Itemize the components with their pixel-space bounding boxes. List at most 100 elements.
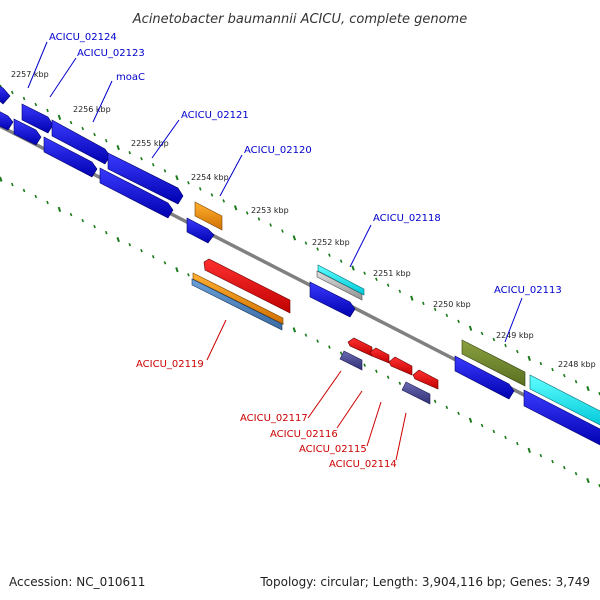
- kbp-label: 2250 kbp: [433, 300, 471, 309]
- kbp-scale: 2257 kbp 2256 kbp 2255 kbp 2254 kbp 2253…: [11, 70, 596, 369]
- gene-feature[interactable]: [309, 281, 356, 318]
- gene-feature[interactable]: [523, 389, 600, 447]
- tick-mark: [351, 265, 355, 271]
- tick-mark: [574, 471, 578, 476]
- tick-mark: [163, 261, 167, 265]
- tick-mark: [468, 417, 473, 423]
- tick-mark: [551, 459, 554, 464]
- gene-labels: ACICU_02124 ACICU_02123 moaC ACICU_02121…: [49, 32, 562, 470]
- tick-mark: [210, 193, 214, 197]
- tick-mark: [375, 369, 378, 374]
- tick-mark: [93, 132, 96, 137]
- tick-mark: [281, 229, 284, 233]
- tick-mark: [468, 325, 473, 331]
- tick-mark: [375, 277, 378, 282]
- tick-mark: [586, 477, 590, 484]
- tick-mark: [328, 253, 331, 257]
- gene-feature[interactable]: [317, 264, 365, 296]
- gene-feature[interactable]: [51, 119, 111, 165]
- gene-feature[interactable]: [13, 118, 42, 146]
- tick-mark: [233, 205, 238, 211]
- tick-mark: [516, 441, 519, 446]
- gene-feature[interactable]: [369, 347, 390, 364]
- tick-mark: [245, 211, 249, 215]
- gene-feature[interactable]: [203, 258, 291, 314]
- gene-label-forward[interactable]: ACICU_02120: [244, 145, 312, 156]
- tick-ring-outer: [0, 84, 600, 396]
- gene-label-reverse[interactable]: ACICU_02114: [329, 459, 397, 470]
- gene-feature[interactable]: [192, 272, 284, 325]
- tick-mark: [339, 351, 343, 355]
- gene-feature[interactable]: [43, 136, 98, 178]
- kbp-label: 2249 kbp: [496, 331, 534, 340]
- gene-label-forward[interactable]: ACICU_02124: [49, 32, 117, 43]
- gene-label-reverse[interactable]: ACICU_02116: [270, 429, 338, 440]
- tick-mark: [504, 435, 507, 440]
- genome-title: Acinetobacter baumannii ACICU, complete …: [132, 12, 467, 27]
- gene-feature[interactable]: [107, 152, 184, 205]
- gene-feature[interactable]: [191, 278, 283, 331]
- tick-mark: [562, 465, 566, 470]
- kbp-label: 2248 kbp: [558, 360, 596, 369]
- gene-feature[interactable]: [0, 109, 14, 131]
- kbp-label: 2254 kbp: [191, 173, 229, 182]
- tick-mark: [151, 255, 155, 259]
- kbp-label: 2253 kbp: [251, 206, 289, 215]
- tick-mark: [410, 295, 414, 301]
- tick-mark: [151, 163, 155, 167]
- tick-mark: [551, 367, 554, 372]
- gene-feature[interactable]: [412, 369, 439, 390]
- forward-strand-track: [0, 84, 600, 427]
- gene-feature[interactable]: [347, 337, 373, 357]
- tick-mark: [10, 90, 14, 95]
- gene-feature[interactable]: [388, 356, 413, 376]
- tick-mark: [562, 373, 566, 378]
- gene-feature[interactable]: [339, 350, 363, 371]
- gene-feature[interactable]: [186, 217, 215, 244]
- gene-label-forward[interactable]: ACICU_02121: [181, 110, 249, 121]
- tick-mark: [222, 199, 226, 203]
- tick-mark: [574, 379, 578, 384]
- gene-label-forward[interactable]: ACICU_02123: [77, 48, 145, 59]
- gene-feature[interactable]: [99, 167, 174, 219]
- gene-feature[interactable]: [529, 374, 600, 427]
- gene-label-reverse[interactable]: ACICU_02119: [136, 359, 204, 370]
- tick-mark: [0, 176, 3, 182]
- tick-mark: [34, 102, 38, 107]
- tick-mark: [386, 283, 390, 287]
- tick-mark: [163, 169, 167, 173]
- gene-label-forward[interactable]: ACICU_02118: [373, 213, 441, 224]
- gene-label-forward[interactable]: moaC: [116, 72, 145, 83]
- kbp-label: 2255 kbp: [131, 139, 169, 148]
- gene-label-reverse[interactable]: ACICU_02117: [240, 413, 308, 424]
- tick-mark: [57, 114, 62, 121]
- label-leaders: [27, 41, 523, 461]
- tick-mark: [398, 289, 402, 293]
- tick-mark: [116, 144, 120, 151]
- tick-mark: [292, 327, 297, 333]
- tick-mark: [81, 126, 85, 131]
- kbp-label: 2252 kbp: [312, 238, 350, 247]
- tick-mark: [398, 381, 402, 385]
- gene-feature[interactable]: [401, 381, 431, 405]
- gene-feature[interactable]: [194, 201, 223, 231]
- tick-mark: [140, 248, 143, 253]
- tick-mark: [492, 337, 496, 342]
- tick-mark: [187, 273, 190, 277]
- tick-mark: [504, 343, 507, 348]
- gene-label-forward[interactable]: ACICU_02113: [494, 285, 562, 296]
- gene-label-reverse[interactable]: ACICU_02115: [299, 444, 367, 455]
- gene-feature[interactable]: [21, 103, 54, 134]
- gene-feature[interactable]: [0, 84, 11, 105]
- tick-mark: [445, 313, 449, 318]
- kbp-label: 2251 kbp: [373, 269, 411, 278]
- gene-feature[interactable]: [454, 355, 515, 400]
- tick-mark: [480, 331, 484, 336]
- tick-mark: [81, 218, 85, 223]
- tick-mark: [46, 200, 49, 205]
- gene-feature[interactable]: [461, 339, 526, 387]
- tick-mark: [433, 399, 437, 404]
- kbp-label: 2257 kbp: [11, 70, 49, 79]
